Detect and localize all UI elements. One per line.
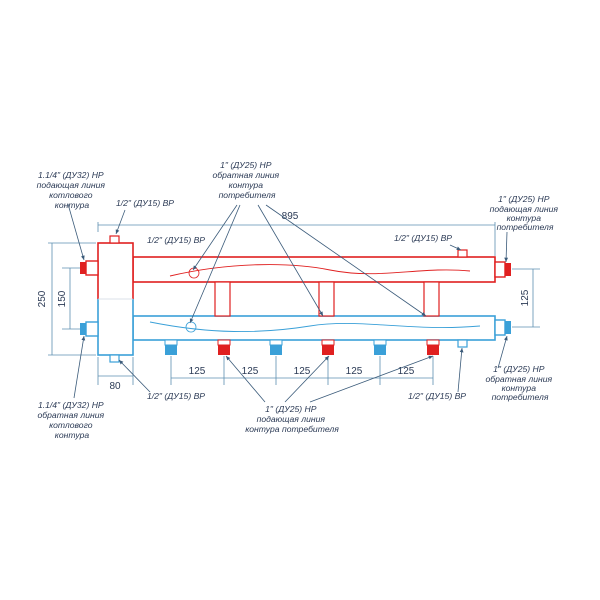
dim-outlet-spacing-5: 125 [398, 366, 415, 377]
right-bottom-port [457, 339, 468, 348]
label-consumer-return-right: 1" (ДУ25) НР обратная линия контура потр… [486, 364, 555, 402]
boiler-return-nozzle [85, 321, 99, 337]
dim-outlet-spacing-3: 125 [294, 366, 311, 377]
right-top-port [457, 249, 468, 258]
dim-height: 250 [37, 290, 48, 307]
dim-total-length: 895 [282, 211, 299, 222]
outlet-return-3 [373, 339, 387, 346]
label-consumer-supply-bottom: 1" (ДУ25) НР подающая линия контура потр… [245, 404, 339, 434]
label-bottom-left-port: 1/2" (ДУ15) ВР [147, 391, 205, 401]
right-return-nozzle [494, 319, 506, 336]
label-top-left-port: 1/2" (ДУ15) ВР [116, 198, 174, 208]
dim-module-width: 80 [109, 381, 121, 392]
outlet-return-2 [269, 339, 283, 346]
boiler-supply-nozzle [85, 260, 99, 276]
label-top-right-port: 1/2" (ДУ15) ВР [394, 233, 452, 243]
right-return-nozzle-end [505, 321, 511, 334]
right-supply-nozzle [494, 261, 506, 278]
dim-outlet-spacing-2: 125 [242, 366, 259, 377]
label-boiler-return: 1.1/4" (ДУ32) НР обратная линия котловог… [38, 400, 107, 440]
dim-pipe-spacing-left: 150 [57, 290, 68, 307]
dim-outlet-spacing-4: 125 [346, 366, 363, 377]
boiler-supply-nozzle-end [80, 262, 86, 274]
separator-top-port [109, 235, 120, 244]
outlet-return-1 [164, 339, 178, 346]
outlet-supply-2 [321, 339, 335, 346]
outlet-row [164, 339, 440, 355]
label-boiler-supply: 1.1/4" (ДУ32) НР подающая линия котловог… [37, 170, 108, 210]
outlet-supply-3 [426, 339, 440, 346]
label-consumer-return-top: 1" (ДУ25) НР обратная линия контура потр… [213, 160, 282, 200]
label-bottom-right-port: 1/2" (ДУ15) ВР [408, 391, 466, 401]
outlet-supply-1 [217, 339, 231, 346]
label-top-mid-port: 1/2" (ДУ15) ВР [147, 235, 205, 245]
bridge-tube-1 [214, 281, 231, 317]
return-flow-curve [149, 321, 481, 333]
right-supply-nozzle-end [505, 263, 511, 276]
boiler-return-nozzle-end [80, 323, 86, 335]
separator-bottom-port [109, 354, 120, 363]
label-consumer-supply-right: 1" (ДУ25) НР подающая линия контура потр… [490, 194, 561, 232]
supply-flow-curve [169, 264, 471, 277]
bridge-tube-2 [318, 281, 335, 317]
bridge-tube-3 [423, 281, 440, 317]
supply-header-pipe [132, 256, 496, 283]
dim-outlet-spacing-1: 125 [189, 366, 206, 377]
dim-pipe-spacing-right: 125 [520, 289, 531, 306]
